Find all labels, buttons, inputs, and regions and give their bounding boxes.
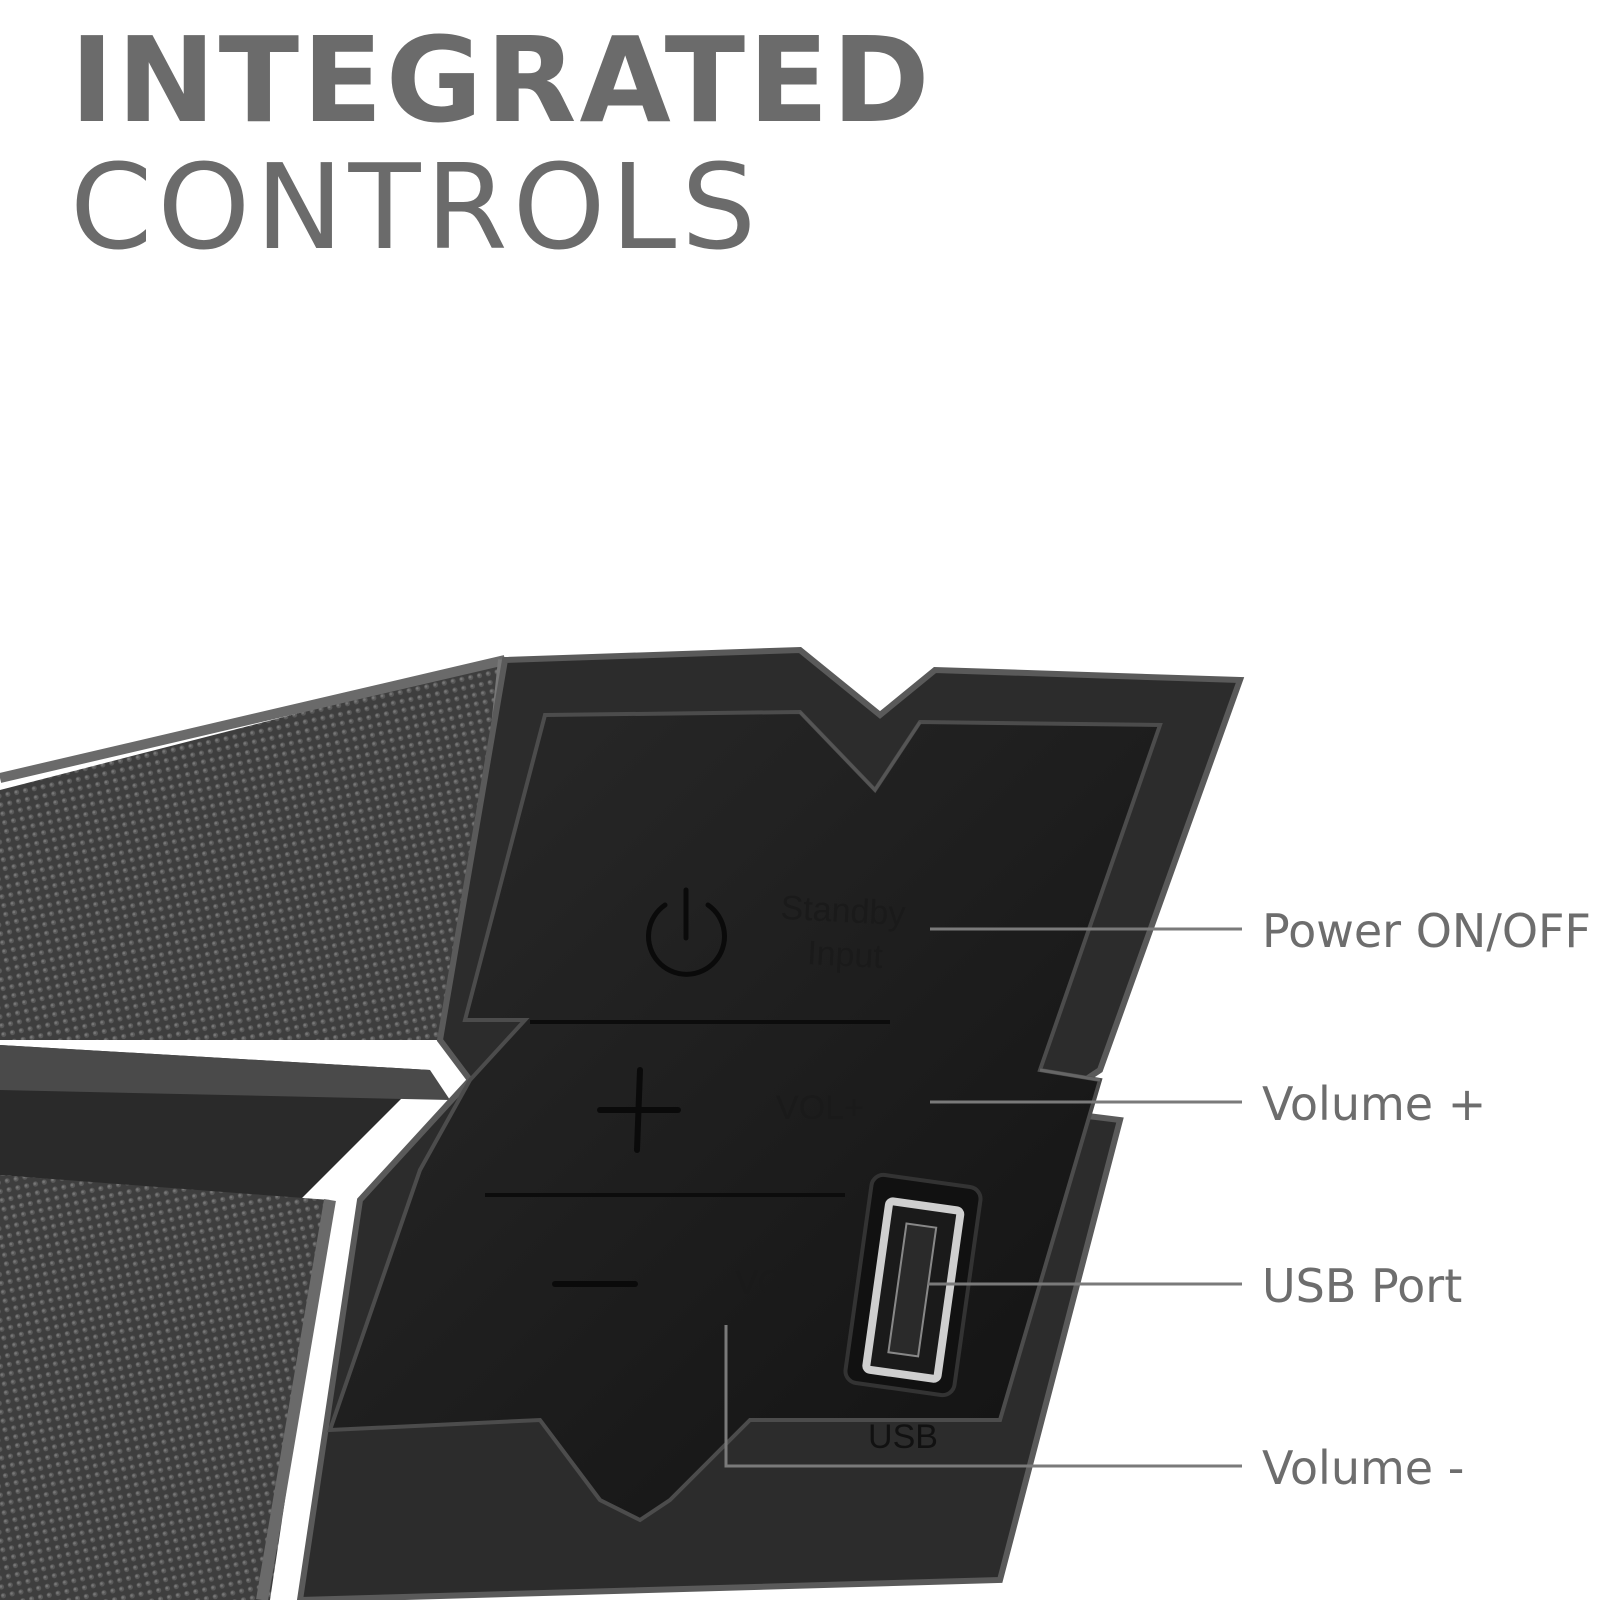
callout-volume-up: Volume + [1262, 1077, 1487, 1131]
power-icon [646, 887, 727, 977]
usb-label: USB [868, 1418, 938, 1456]
soundbar-end-cap [296, 646, 1245, 1600]
plus-icon [597, 1067, 681, 1153]
callout-volume-down: Volume - [1262, 1441, 1465, 1495]
headline-line-2: CONTROLS [70, 138, 762, 276]
headline-line-1: INTEGRATED [70, 11, 933, 149]
callout-lines [724, 927, 1242, 1468]
callout-usb: USB Port [1262, 1259, 1463, 1313]
headline: INTEGRATED CONTROLS [70, 11, 933, 276]
vol-up-label: VOL+ [776, 1089, 864, 1127]
callout-power: Power ON/OFF [1262, 904, 1591, 958]
vol-down-label: VOL- [735, 1264, 815, 1302]
input-label: Input [806, 934, 884, 976]
usb-port-icon [843, 1172, 983, 1398]
callout-line-volume-down [724, 1325, 1242, 1468]
standby-label: Standby [779, 888, 907, 934]
